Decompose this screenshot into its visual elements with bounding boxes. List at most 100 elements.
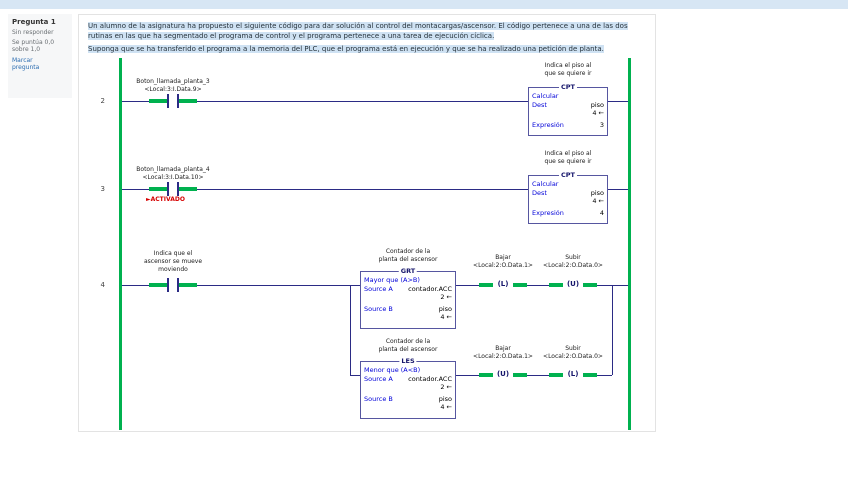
block-caption-line1: Indica el piso al bbox=[544, 150, 592, 157]
flag-link-line1[interactable]: Marcar bbox=[12, 56, 33, 64]
coil-desc-label: Subir bbox=[565, 345, 581, 352]
unlatch-coil-symbol: (U) bbox=[493, 368, 513, 382]
energized-wire-segment bbox=[513, 373, 527, 377]
cpt-dest-tag: piso bbox=[590, 100, 604, 109]
right-power-rail bbox=[628, 58, 631, 430]
contact-bar bbox=[167, 278, 169, 292]
les-srca-tag: contador.ACC bbox=[408, 374, 452, 383]
coil-tag-label: <Local:2:O.Data.0> bbox=[543, 353, 603, 360]
contact-desc-label: Boton_llamada_planta_3 bbox=[136, 78, 210, 85]
cpt-expr-label: Expresión bbox=[532, 208, 564, 217]
grt-caption-line1: Contador de la bbox=[385, 248, 431, 255]
page-top-strip bbox=[0, 0, 848, 9]
latch-coil-symbol: (L) bbox=[563, 368, 583, 382]
contact-boton-planta-3 bbox=[149, 94, 197, 108]
contact-bar bbox=[177, 278, 179, 292]
energized-wire-segment bbox=[149, 283, 167, 287]
cpt-op-label: Calcular bbox=[532, 180, 559, 188]
coil-bajar-unlatch: (U) bbox=[479, 368, 527, 382]
energized-wire-segment bbox=[179, 187, 197, 191]
question-info-box: Pregunta 1 Sin responder Se puntúa 0,0 s… bbox=[8, 14, 72, 98]
energized-wire-segment bbox=[549, 283, 563, 287]
coil-tag-label: <Local:2:O.Data.1> bbox=[473, 353, 533, 360]
les-block: LES Menor que (A<B) Source A contador.ACC… bbox=[360, 357, 456, 419]
contact-boton-planta-4 bbox=[149, 182, 197, 196]
rung2-wire bbox=[122, 101, 628, 102]
les-srca-label: Source A bbox=[364, 374, 393, 383]
cpt-dest-value: 4 ← bbox=[592, 197, 604, 205]
unlatch-coil-symbol: (U) bbox=[563, 278, 583, 292]
grt-srcb-value: 4 ← bbox=[440, 313, 452, 321]
coil-tag-label: <Local:2:O.Data.0> bbox=[543, 262, 603, 269]
contact-desc-line2: ascensor se mueve bbox=[143, 258, 203, 265]
energized-wire-segment bbox=[479, 283, 493, 287]
latch-coil-symbol: (L) bbox=[493, 278, 513, 292]
les-srcb-tag: piso bbox=[438, 394, 452, 403]
energized-wire-segment bbox=[583, 283, 597, 287]
energized-wire-segment bbox=[179, 99, 197, 103]
les-block-title: LES bbox=[399, 357, 417, 365]
grt-srca-value: 2 ← bbox=[440, 293, 452, 301]
les-caption-line2: planta del ascensor bbox=[378, 346, 438, 353]
coil-desc-label: Bajar bbox=[495, 345, 511, 352]
flag-link-line2[interactable]: pregunta bbox=[12, 64, 40, 71]
grt-op-label: Mayor que (A>B) bbox=[364, 276, 420, 284]
cpt-expr-value: 4 bbox=[599, 208, 604, 217]
question-paragraph-1: Un alumno de la asignatura ha propuesto … bbox=[88, 22, 628, 40]
cpt-dest-value: 4 ← bbox=[592, 109, 604, 117]
activated-status-label: ►ACTIVADO bbox=[146, 196, 185, 203]
rung4-branch-right-wire bbox=[612, 285, 613, 375]
contact-tag-label: <Local:3:I.Data.9> bbox=[144, 86, 202, 93]
block-caption-line2: que se quiere ir bbox=[544, 158, 592, 165]
contact-gap bbox=[167, 99, 179, 103]
grt-srcb-tag: piso bbox=[438, 304, 452, 313]
grt-caption-line2: planta del ascensor bbox=[378, 256, 438, 263]
contact-bar bbox=[167, 94, 169, 108]
cpt-op-label: Calcular bbox=[532, 92, 559, 100]
cpt-block-rung3: CPT Calcular Dest piso 4 ← Expresión 4 bbox=[528, 171, 608, 224]
grt-srcb-label: Source B bbox=[364, 304, 393, 313]
contact-tag-label: <Local:3:I.Data.10> bbox=[142, 174, 204, 181]
coil-bajar-latch: (L) bbox=[479, 278, 527, 292]
cpt-dest-label: Dest bbox=[532, 100, 547, 109]
energized-wire-segment bbox=[583, 373, 597, 377]
flag-question-link[interactable]: Marcar pregunta bbox=[12, 57, 68, 72]
contact-gap bbox=[167, 283, 179, 287]
question-paragraph-2: Suponga que se ha transferido el program… bbox=[88, 45, 604, 53]
les-srca-value: 2 ← bbox=[440, 383, 452, 391]
block-caption-line1: Indica el piso al bbox=[544, 62, 592, 69]
cpt-block-title: CPT bbox=[559, 171, 577, 179]
les-srcb-label: Source B bbox=[364, 394, 393, 403]
energized-wire-segment bbox=[513, 283, 527, 287]
cpt-expr-value: 3 bbox=[599, 120, 604, 129]
grt-srca-tag: contador.ACC bbox=[408, 284, 452, 293]
les-op-label: Menor que (A<B) bbox=[364, 366, 421, 374]
contact-tag-label: moviendo bbox=[158, 266, 188, 273]
contact-desc-label: Boton_llamada_planta_4 bbox=[136, 166, 210, 173]
question-points-line2: sobre 1,0 bbox=[12, 46, 41, 53]
question-number: Pregunta 1 bbox=[12, 18, 56, 26]
cpt-block-title: CPT bbox=[559, 83, 577, 91]
cpt-expr-label: Expresión bbox=[532, 120, 564, 129]
coil-subir-latch: (L) bbox=[549, 368, 597, 382]
cpt-dest-label: Dest bbox=[532, 188, 547, 197]
rung4-number: 4 bbox=[100, 281, 105, 289]
question-status: Sin responder bbox=[12, 29, 54, 36]
rung4-branch-left-wire bbox=[350, 285, 351, 375]
contact-gap bbox=[167, 187, 179, 191]
cpt-dest-tag: piso bbox=[590, 188, 604, 197]
contact-bar bbox=[177, 182, 179, 196]
question-points-line1: Se puntúa 0,0 bbox=[12, 38, 55, 46]
energized-wire-segment bbox=[149, 187, 167, 191]
rung3-wire bbox=[122, 189, 628, 190]
coil-subir-unlatch: (U) bbox=[549, 278, 597, 292]
grt-srca-label: Source A bbox=[364, 284, 393, 293]
energized-wire-segment bbox=[149, 99, 167, 103]
contact-desc-line1: Indica que el bbox=[153, 250, 193, 257]
energized-wire-segment bbox=[479, 373, 493, 377]
les-srcb-value: 4 ← bbox=[440, 403, 452, 411]
rung2-number: 2 bbox=[100, 97, 105, 105]
coil-tag-label: <Local:2:O.Data.1> bbox=[473, 262, 533, 269]
contact-bar bbox=[167, 182, 169, 196]
